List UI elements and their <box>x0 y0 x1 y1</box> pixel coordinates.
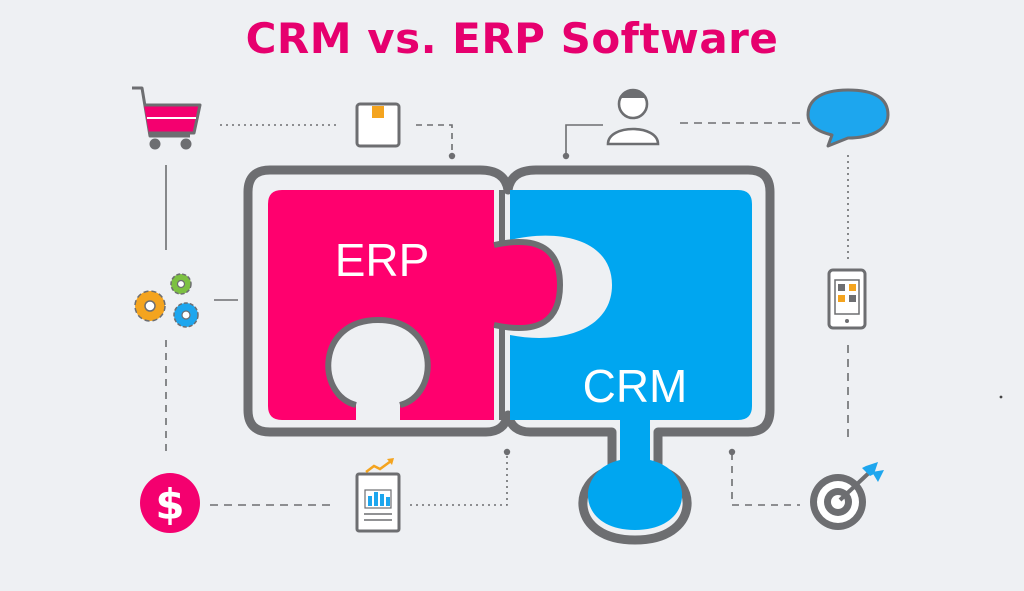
crm-piece <box>510 190 752 530</box>
shopping-cart-icon <box>132 86 202 150</box>
target-icon <box>810 462 884 530</box>
mobile-app-icon <box>827 268 867 330</box>
report-chart-icon <box>355 458 401 533</box>
crm-label: CRM <box>583 360 688 412</box>
puzzle-outline <box>243 165 775 545</box>
page-title: CRM vs. ERP Software <box>245 14 779 63</box>
erp-tab-border <box>493 238 564 332</box>
package-box-icon <box>355 102 401 148</box>
user-icon <box>606 88 660 146</box>
dollar-symbol: $ <box>155 480 184 529</box>
connectors <box>165 122 849 506</box>
speech-bubble-icon <box>806 88 890 148</box>
erp-slot-border <box>325 316 431 408</box>
gears-icon <box>134 273 199 328</box>
erp-piece <box>268 190 560 420</box>
erp-label: ERP <box>335 234 430 286</box>
dollar-icon: $ <box>140 473 200 533</box>
stray-dot <box>999 395 1003 399</box>
